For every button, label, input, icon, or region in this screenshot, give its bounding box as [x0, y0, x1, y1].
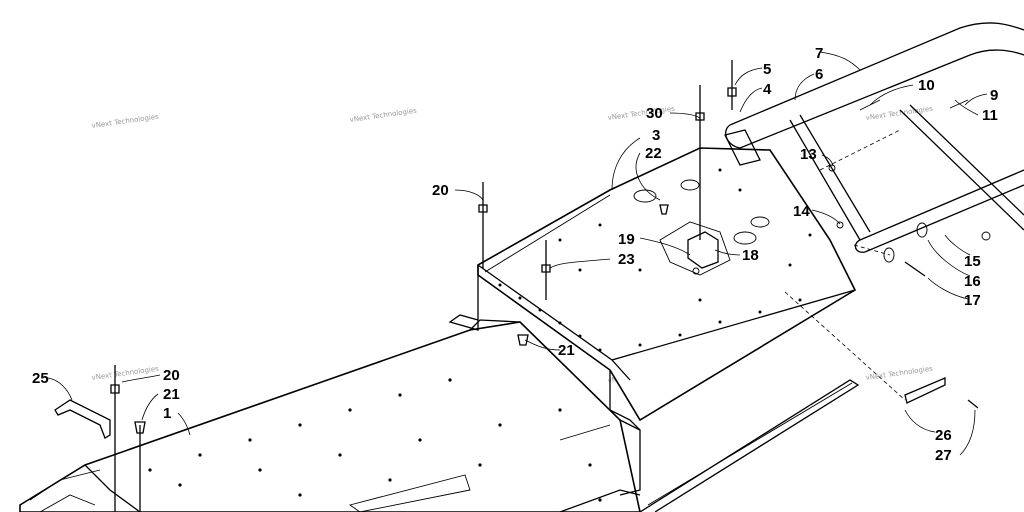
callout-21: 21	[558, 342, 575, 359]
watermark: vNext Technologies	[607, 105, 675, 122]
callout-4: 4	[763, 81, 772, 98]
callout-19: 19	[618, 231, 635, 248]
callout-22: 22	[645, 145, 662, 162]
callouts: 20 23 21 22 3 30 19 18 5 4 6 7 10 9 11 1…	[32, 45, 998, 464]
callout-20: 20	[163, 367, 180, 384]
callout-5: 5	[763, 61, 771, 78]
watermark: vNext Technologies	[349, 107, 417, 124]
panel-rivets	[498, 168, 812, 352]
callout-25: 25	[32, 370, 49, 387]
callout-7: 7	[815, 45, 823, 62]
callout-27: 27	[935, 447, 952, 464]
fasteners	[54, 60, 991, 512]
callout-11: 11	[982, 107, 998, 124]
watermark: vNext Technologies	[91, 365, 159, 382]
callout-1: 1	[163, 405, 171, 422]
running-board-rail	[639, 379, 860, 512]
callout-14: 14	[793, 203, 810, 220]
callout-26: 26	[935, 427, 952, 444]
callout-13: 13	[800, 146, 817, 163]
callout-18: 18	[742, 247, 759, 264]
leader-lines	[47, 51, 988, 456]
callout-15: 15	[964, 253, 981, 270]
tunnel-rivets	[148, 378, 602, 502]
callout-21: 21	[163, 386, 180, 403]
callout-17: 17	[964, 292, 981, 309]
callout-16: 16	[964, 273, 981, 290]
callout-23: 23	[618, 251, 635, 268]
callout-30: 30	[646, 105, 663, 122]
watermark: vNext Technologies	[865, 105, 933, 122]
tunnel-assembly	[19, 319, 641, 512]
callout-20: 20	[432, 182, 449, 199]
callout-9: 9	[990, 87, 998, 104]
rear-panel	[448, 147, 857, 431]
callout-6: 6	[815, 66, 823, 83]
watermark: vNext Technologies	[91, 113, 159, 130]
callout-3: 3	[652, 127, 660, 144]
rear-bumper	[724, 22, 1024, 253]
callout-10: 10	[918, 77, 935, 94]
